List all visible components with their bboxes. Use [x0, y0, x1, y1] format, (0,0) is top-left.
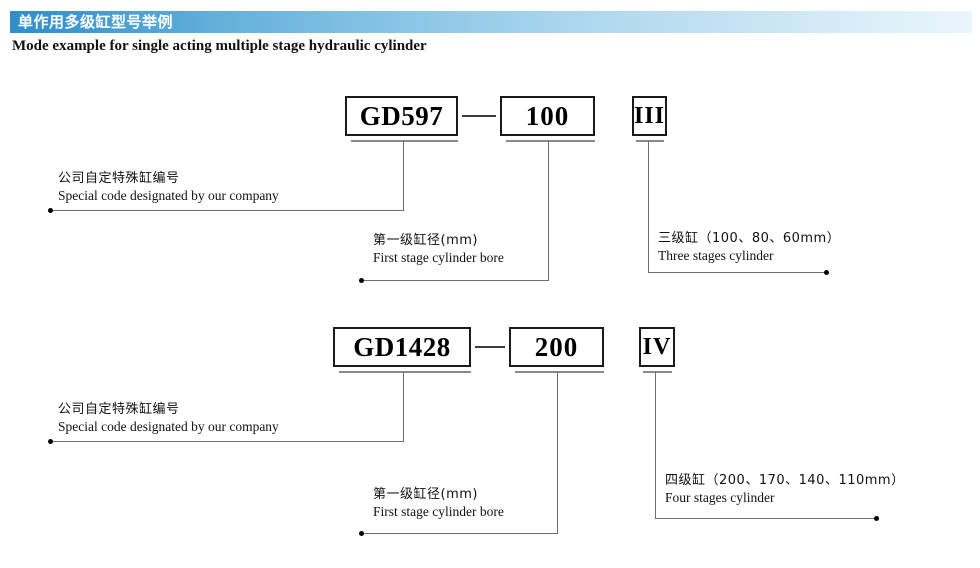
example-2-bore-leader-vertical — [557, 372, 558, 533]
example-2-bore-annotation: 第一级缸径(mm) First stage cylinder bore — [373, 486, 504, 520]
example-1-bore-annotation: 第一级缸径(mm) First stage cylinder bore — [373, 232, 504, 266]
example-1-bore-leader-horizontal — [363, 280, 549, 281]
example-1-bore-leader-dot — [359, 278, 364, 283]
example-2-bore-annotation-cn: 第一级缸径(mm) — [373, 487, 478, 502]
example-2-stage-box[interactable]: IV — [639, 327, 675, 367]
example-2-stage-annotation-en: Four stages cylinder — [665, 490, 775, 505]
example-1-code-annotation-en: Special code designated by our company — [58, 188, 279, 203]
example-2-bore-box[interactable]: 200 — [509, 327, 604, 367]
page-title: 单作用多级缸型号举例 — [18, 13, 174, 31]
example-1-stage-leader-vertical — [648, 141, 649, 272]
example-2-stage-annotation: 四级缸（200、170、140、110mm） Four stages cylin… — [665, 472, 905, 506]
example-2-code-leader-horizontal — [52, 441, 404, 442]
example-1-code-box[interactable]: GD597 — [345, 96, 458, 136]
example-2-code-leader-dot — [48, 439, 53, 444]
example-2-bore-annotation-en: First stage cylinder bore — [373, 504, 504, 519]
example-2-code-box[interactable]: GD1428 — [333, 327, 471, 367]
example-2-stage-leader-dot — [874, 516, 879, 521]
header-banner — [10, 11, 972, 33]
example-1-code-leader-horizontal — [52, 210, 404, 211]
example-1-bore-annotation-cn: 第一级缸径(mm) — [373, 233, 478, 248]
example-1-code-leader-dot — [48, 208, 53, 213]
example-1-stage-annotation: 三级缸（100、80、60mm） Three stages cylinder — [658, 230, 840, 264]
example-2-bore-leader-dot — [359, 531, 364, 536]
example-1-code-tick — [351, 140, 458, 142]
example-2-stage-leader-horizontal — [655, 518, 876, 519]
example-2-bore-leader-horizontal — [363, 533, 558, 534]
example-2-stage-leader-vertical — [655, 372, 656, 518]
example-1-bore-tick — [506, 140, 595, 142]
example-1-stage-annotation-en: Three stages cylinder — [658, 248, 774, 263]
example-1-code-annotation-cn: 公司自定特殊缸编号 — [58, 171, 180, 186]
example-1-code-leader-vertical — [403, 141, 404, 210]
example-1-code-bore-connector — [462, 115, 496, 117]
example-2-code-annotation-cn: 公司自定特殊缸编号 — [58, 402, 180, 417]
example-1-bore-leader-vertical — [548, 141, 549, 280]
example-2-code-bore-connector — [475, 346, 505, 348]
example-2-stage-annotation-cn: 四级缸（200、170、140、110mm） — [665, 473, 905, 488]
example-1-code-annotation: 公司自定特殊缸编号 Special code designated by our… — [58, 170, 279, 204]
example-2-stage-tick — [643, 371, 672, 373]
example-1-stage-tick — [636, 140, 664, 142]
example-2-bore-tick — [515, 371, 604, 373]
example-2-code-annotation-en: Special code designated by our company — [58, 419, 279, 434]
example-1-bore-box[interactable]: 100 — [500, 96, 595, 136]
page-subtitle: Mode example for single acting multiple … — [12, 38, 427, 54]
example-2-code-leader-vertical — [403, 372, 404, 441]
example-1-stage-annotation-cn: 三级缸（100、80、60mm） — [658, 231, 841, 246]
example-1-bore-annotation-en: First stage cylinder bore — [373, 250, 504, 265]
example-2-code-annotation: 公司自定特殊缸编号 Special code designated by our… — [58, 401, 279, 435]
example-2-code-tick — [339, 371, 471, 373]
example-1-stage-leader-horizontal — [648, 272, 826, 273]
example-1-stage-box[interactable]: III — [632, 96, 667, 136]
example-1-stage-leader-dot — [824, 270, 829, 275]
